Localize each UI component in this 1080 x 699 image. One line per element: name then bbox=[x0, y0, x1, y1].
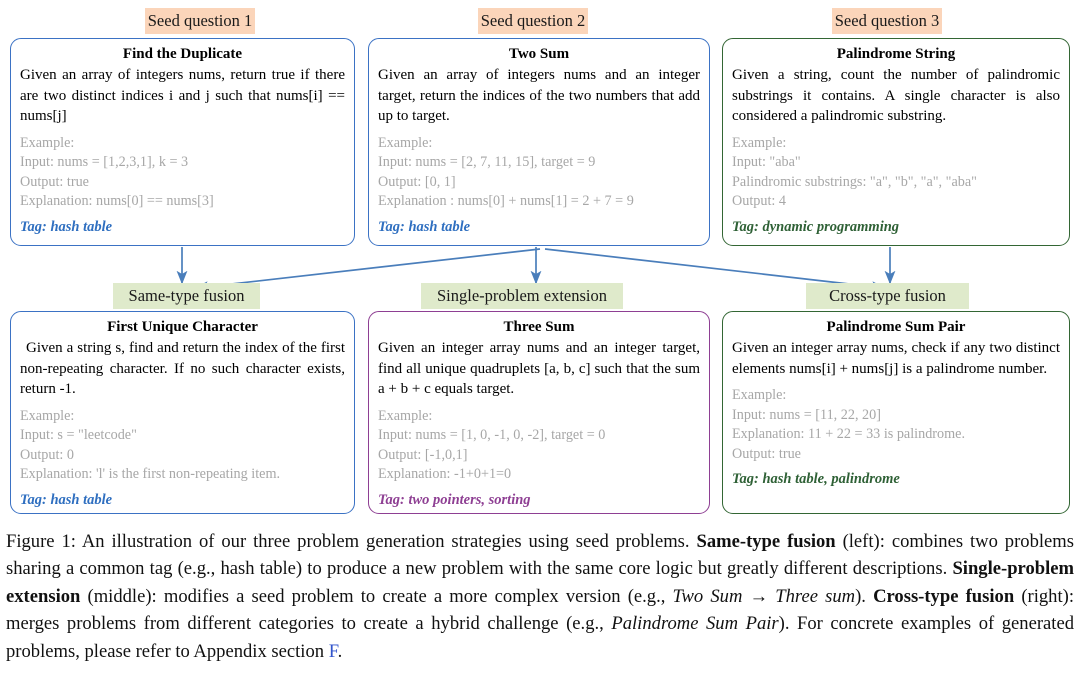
figure-caption: Figure 1: An illustration of our three p… bbox=[6, 528, 1074, 665]
card-title: Palindrome Sum Pair bbox=[826, 319, 966, 335]
card-tag: Tag: hash table bbox=[20, 491, 113, 508]
card-tag: Tag: dynamic programming bbox=[732, 218, 900, 235]
caption-bold-cross-type-fusion: Cross-type fusion bbox=[873, 585, 1015, 607]
caption-italic-palindrome-sum-pair: Palindrome Sum Pair bbox=[611, 613, 779, 635]
card-example: Example: Input: "aba" Palindromic substr… bbox=[732, 134, 1060, 212]
example-line: Input: nums = [1,2,3,1], k = 3 bbox=[20, 154, 189, 170]
example-line: Example: bbox=[20, 407, 75, 424]
seed-question-3-chip: Seed question 3 bbox=[832, 8, 942, 34]
strategy-chip-single-problem-extension: Single-problem extension bbox=[421, 283, 623, 309]
example-line: Input: nums = [1, 0, -1, 0, -2], target … bbox=[378, 427, 606, 443]
card-title: Palindrome String bbox=[836, 46, 956, 62]
card-tag: Tag: two pointers, sorting bbox=[378, 491, 531, 508]
example-line: Example: bbox=[732, 387, 787, 403]
seed-card-two-sum[interactable]: Two Sum Given an array of integers nums … bbox=[368, 38, 710, 246]
caption-text: (right): merges problems from different … bbox=[6, 585, 1074, 635]
caption-italic-two-sum-three-sum: Two Sum → Three sum bbox=[672, 585, 856, 607]
strategy-chip-same-type-fusion: Same-type fusion bbox=[113, 283, 260, 309]
card-tag: Tag: hash table bbox=[20, 218, 113, 235]
example-line: Input: "aba" bbox=[732, 154, 801, 170]
example-line: Explanation: 'l' is the first non-repeat… bbox=[20, 466, 281, 482]
generated-card-palindrome-sum-pair[interactable]: Palindrome Sum Pair Given an integer arr… bbox=[722, 311, 1070, 514]
card-tag: Tag: hash table, palindrome bbox=[732, 471, 900, 487]
example-line: Example: bbox=[732, 134, 787, 151]
card-example: Example: Input: nums = [1,2,3,1], k = 3 … bbox=[20, 134, 345, 212]
example-line: Explanation: -1+0+1=0 bbox=[378, 466, 512, 482]
caption-bold-single-problem-extension: Single-problem extension bbox=[6, 558, 1074, 607]
example-line: Input: s = "leetcode" bbox=[20, 427, 137, 443]
strategy-chip-cross-type-fusion: Cross-type fusion bbox=[806, 283, 969, 309]
generated-card-first-unique-character[interactable]: First Unique Character Given a string s,… bbox=[10, 311, 355, 514]
card-example: Example: Input: nums = [11, 22, 20] Expl… bbox=[732, 386, 1060, 464]
example-line: Output: true bbox=[732, 445, 801, 462]
card-description: Given an array of integers nums and an i… bbox=[378, 67, 700, 124]
card-title: Three Sum bbox=[503, 319, 575, 335]
example-line: Output: 0 bbox=[20, 446, 74, 463]
example-line: Output: [0, 1] bbox=[378, 173, 456, 190]
card-tag: Tag: hash table bbox=[378, 218, 471, 235]
card-example: Example: Input: nums = [2, 7, 11, 15], t… bbox=[378, 134, 700, 212]
caption-text: (left): combines two problems sharing a … bbox=[6, 531, 1075, 580]
seed-card-palindrome-string[interactable]: Palindrome String Given a string, count … bbox=[722, 38, 1070, 246]
card-example: Example: Input: s = "leetcode" Output: 0… bbox=[20, 407, 345, 485]
seed-question-2-chip: Seed question 2 bbox=[478, 8, 588, 34]
caption-text: . bbox=[337, 640, 343, 662]
example-line: Example: bbox=[20, 134, 75, 151]
card-description: Given a string, count the number of pali… bbox=[732, 67, 1060, 124]
example-line: Output: [-1,0,1] bbox=[378, 446, 468, 463]
appendix-section-link[interactable]: F bbox=[328, 640, 338, 662]
example-line: Input: nums = [2, 7, 11, 15], target = 9 bbox=[378, 154, 596, 170]
caption-text: An illustration of our three problem gen… bbox=[75, 531, 697, 552]
seed-question-1-chip: Seed question 1 bbox=[145, 8, 255, 34]
example-line: Example: bbox=[378, 134, 433, 151]
card-description: Given an array of integers nums, return … bbox=[20, 67, 345, 124]
card-description: Given an integer array nums, check if an… bbox=[732, 340, 1060, 377]
caption-bold-same-type-fusion: Same-type fusion bbox=[696, 531, 836, 552]
example-line: Output: true bbox=[20, 173, 89, 190]
card-description: Given an integer array nums and an integ… bbox=[378, 340, 700, 397]
example-line: Explanation: nums[0] == nums[3] bbox=[20, 193, 214, 209]
example-line: Output: 4 bbox=[732, 193, 786, 209]
card-title: Find the Duplicate bbox=[122, 46, 243, 62]
example-line: Explanation: 11 + 22 = 33 is palindrome. bbox=[732, 426, 965, 442]
seed-card-find-the-duplicate[interactable]: Find the Duplicate Given an array of int… bbox=[10, 38, 355, 246]
card-title: Two Sum bbox=[508, 46, 570, 62]
card-description: Given a string s, find and return the in… bbox=[20, 340, 345, 397]
example-line: Example: bbox=[378, 407, 433, 424]
generated-card-three-sum[interactable]: Three Sum Given an integer array nums an… bbox=[368, 311, 710, 514]
card-title: First Unique Character bbox=[107, 319, 258, 335]
caption-text: ). For concrete examples of generated pr… bbox=[6, 613, 1075, 662]
caption-text: ). bbox=[855, 585, 874, 607]
example-line: Explanation : nums[0] + nums[1] = 2 + 7 … bbox=[378, 193, 634, 209]
card-example: Example: Input: nums = [1, 0, -1, 0, -2]… bbox=[378, 407, 700, 485]
caption-text: (middle): modifies a seed problem to cre… bbox=[80, 585, 673, 607]
example-line: Palindromic substrings: "a", "b", "a", "… bbox=[732, 173, 977, 190]
caption-label: Figure 1: bbox=[6, 531, 76, 552]
example-line: Input: nums = [11, 22, 20] bbox=[732, 406, 881, 423]
